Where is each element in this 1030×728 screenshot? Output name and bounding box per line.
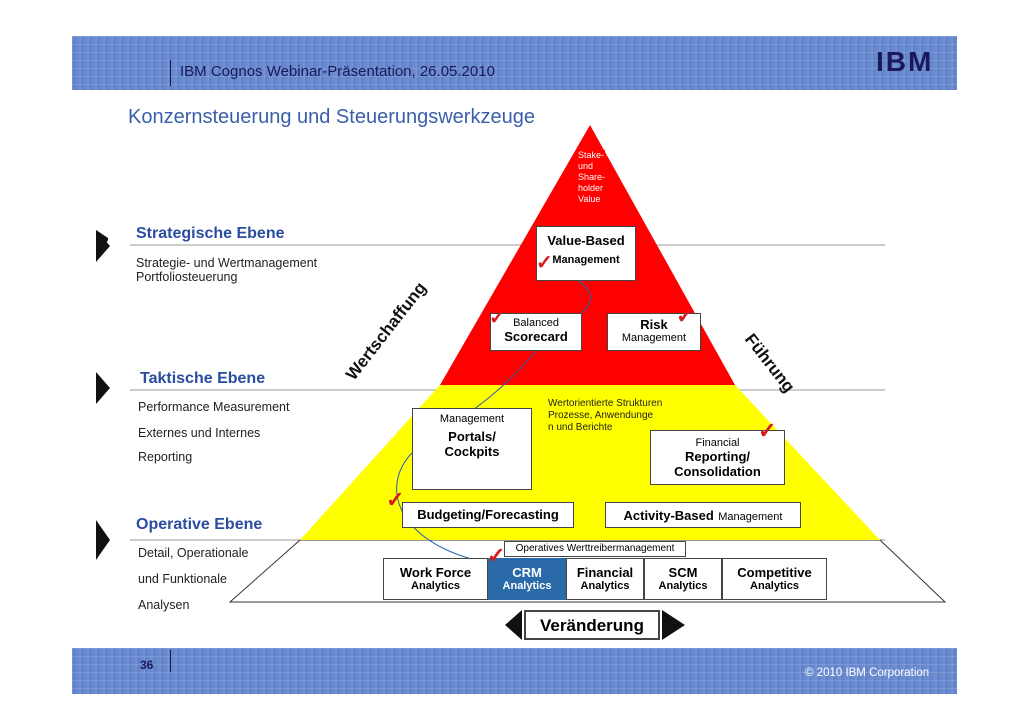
check-icon: ✓ — [489, 307, 506, 329]
slide-title: Konzernsteuerung und Steuerungswerkzeuge — [128, 106, 535, 128]
operative-arrow-icon — [96, 520, 110, 560]
check-icon: ✓ — [536, 252, 553, 274]
check-icon: ✓ — [487, 543, 506, 568]
check-icon: ✓ — [386, 487, 405, 512]
arrow-left-icon — [505, 610, 522, 640]
strategic-line1: Strategie- und Wertmanagement — [136, 256, 318, 270]
tactical-line2: Externes und Internes — [138, 426, 261, 440]
strategic-arrow-tip — [96, 230, 110, 262]
scm-analytics-box: SCM Analytics — [644, 558, 722, 600]
operative-title: Operative Ebene — [136, 516, 263, 533]
risk-management-box: Risk Management — [607, 313, 701, 351]
header-band — [72, 36, 957, 90]
footer-band — [72, 648, 957, 694]
stakeholder-value-text: Stake- und Share- holder Value — [578, 150, 606, 205]
value-based-management-box: Value-Based Management — [536, 226, 636, 281]
financial-analytics-box: Financial Analytics — [566, 558, 644, 600]
competitive-analytics-box: Competitive Analytics — [722, 558, 827, 600]
header-title: IBM Cognos Webinar-Präsentation, 26.05.2… — [180, 63, 495, 80]
workforce-analytics-box: Work Force Analytics — [383, 558, 488, 600]
wertorientierte-text: Wertorientierte Strukturen Prozesse, Anw… — [548, 398, 663, 433]
operative-line2: und Funktionale — [138, 572, 227, 586]
check-icon: ✓ — [676, 303, 695, 328]
management-portals-box: Management Portals/ Cockpits — [412, 408, 532, 490]
budgeting-forecasting-box: Budgeting/Forecasting — [402, 502, 574, 528]
header-divider — [170, 60, 171, 86]
tactical-arrow-icon — [96, 372, 110, 404]
ibm-logo: IBM — [876, 46, 934, 77]
financial-reporting-box: Financial Reporting/ Consolidation — [650, 430, 785, 485]
tactical-line1: Performance Measurement — [138, 400, 290, 414]
activity-based-box: Activity-Based Management — [605, 502, 801, 528]
copyright: © 2010 IBM Corporation — [805, 667, 930, 679]
crm-analytics-box: CRM Analytics — [488, 558, 566, 600]
check-icon: ✓ — [758, 418, 777, 443]
balanced-scorecard-box: Balanced Scorecard — [490, 313, 582, 351]
arrow-right-icon — [662, 610, 685, 640]
footer-divider — [170, 650, 171, 672]
tactical-title: Taktische Ebene — [140, 370, 266, 387]
tactical-line3: Reporting — [138, 450, 193, 464]
strategic-title: Strategische Ebene — [136, 225, 285, 242]
page-number: 36 — [140, 658, 154, 672]
operative-line1: Detail, Operationale — [138, 546, 249, 560]
operative-line3: Analysen — [138, 598, 190, 612]
operatives-werttreiber-box: Operatives Werttreibermanagement — [504, 541, 686, 557]
veraenderung-box: Veränderung — [524, 610, 660, 640]
strategic-line2: Portfoliosteuerung — [136, 270, 238, 284]
